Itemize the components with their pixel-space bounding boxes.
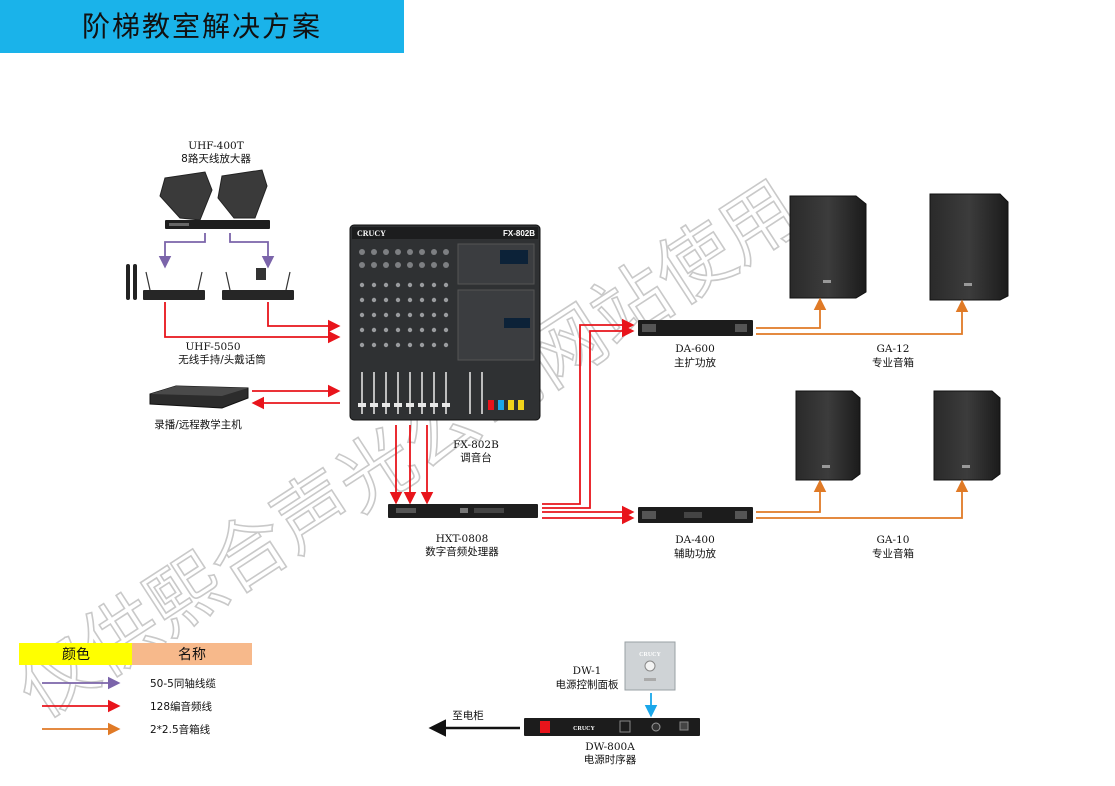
wireless-mic-desc: 无线手持/头戴话筒	[178, 353, 266, 366]
main-speaker-left	[789, 195, 867, 299]
legend-name-header-bg	[132, 643, 252, 665]
antenna-amp-model: UHF-400T	[188, 140, 243, 152]
audio-line-mic2	[267, 302, 341, 333]
audio-line-proc-main-1	[542, 318, 635, 505]
aux-amp-desc: 辅助功放	[674, 547, 716, 560]
speaker-line-main-left	[756, 297, 827, 329]
aux-speaker-left	[795, 390, 861, 481]
sequencer-model: DW-800A	[585, 741, 635, 753]
legend-label-coax: 50-5同轴线缆	[150, 677, 216, 690]
recording-host	[149, 385, 249, 409]
coax-line-right	[229, 233, 275, 269]
main-speaker-desc: 专业音箱	[872, 356, 914, 369]
main-amp-desc: 主扩功放	[674, 356, 716, 369]
power-panel-desc: 电源控制面板	[556, 678, 619, 691]
audio-line-mic1	[164, 302, 341, 344]
aux-speaker-right	[933, 390, 1001, 481]
speaker-line-aux-left	[756, 479, 827, 513]
processor-model: HXT-0808	[436, 533, 489, 545]
coax-line-left	[158, 233, 206, 269]
aux-speaker-model: GA-10	[877, 534, 910, 546]
mixer	[349, 224, 541, 421]
main-speaker-right	[929, 193, 1009, 301]
legend-name-header: 名称	[178, 647, 206, 663]
sequencer-brand: CRUCY	[573, 726, 595, 732]
audio-line-proc-main-2	[542, 324, 635, 509]
antenna-amp-desc: 8路天线放大器	[181, 152, 251, 165]
mixer-desc: 调音台	[460, 451, 492, 464]
power-panel-model: DW-1	[573, 665, 602, 677]
legend-label-speaker: 2*2.5音箱线	[150, 723, 211, 736]
aux-amplifier	[638, 507, 753, 523]
speaker-line-main-right	[756, 299, 969, 335]
legend-label-audio: 128编音频线	[150, 700, 213, 713]
legend-color-header: 颜色	[62, 646, 90, 663]
main-speaker-model: GA-12	[877, 343, 910, 355]
title-bar	[0, 0, 404, 53]
audio-processor	[388, 504, 538, 518]
page-title: 阶梯教室解决方案	[81, 10, 322, 43]
wireless-mic-receivers	[126, 264, 294, 300]
processor-desc: 数字音频处理器	[425, 545, 499, 558]
power-control-panel	[624, 641, 676, 691]
wireless-mic-model: UHF-5050	[185, 341, 240, 353]
power-panel-brand: CRUCY	[639, 652, 661, 658]
mixer-panel-model: FX-802B	[503, 229, 535, 238]
recording-host-desc: 录播/远程教学主机	[154, 418, 242, 431]
aux-amp-model: DA-400	[675, 534, 715, 546]
power-cabinet-label: 至电柜	[452, 709, 484, 722]
legend: 颜色 名称 50-5同轴线缆 128编音频线 2*2.5音箱线	[19, 643, 252, 736]
main-amp-model: DA-600	[675, 343, 715, 355]
power-sequencer	[524, 718, 700, 736]
antenna-amplifier	[159, 169, 270, 229]
mixer-brand: CRUCY	[357, 229, 386, 238]
aux-speaker-desc: 专业音箱	[872, 547, 914, 560]
mixer-model: FX-802B	[453, 439, 499, 451]
sequencer-desc: 电源时序器	[584, 753, 637, 766]
speaker-line-aux-right	[756, 479, 969, 519]
main-amplifier	[638, 320, 753, 336]
legend-color-header-bg	[19, 643, 132, 665]
